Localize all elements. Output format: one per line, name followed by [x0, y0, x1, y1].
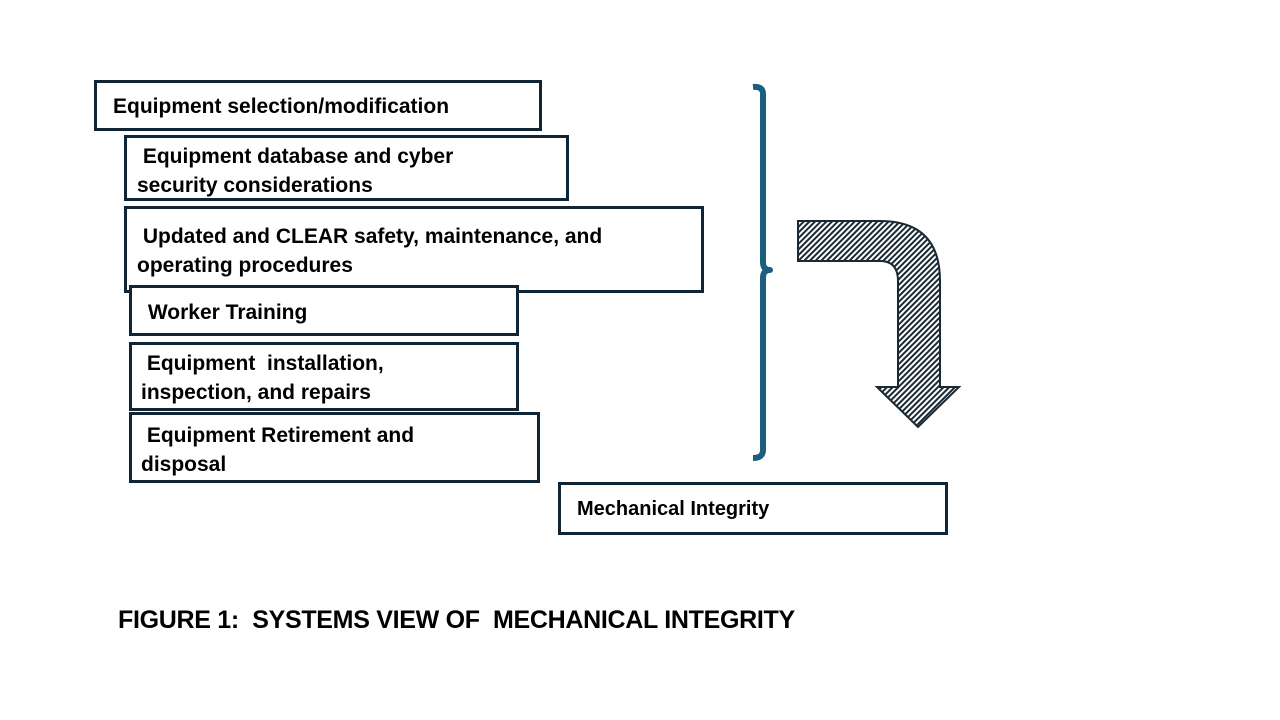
box-procedures: Updated and CLEAR safety, maintenance, a…	[124, 206, 704, 293]
box-mechanical-integrity: Mechanical Integrity	[558, 482, 948, 535]
box-equipment-database: Equipment database and cyber security co…	[124, 135, 569, 201]
bent-down-arrow-icon	[797, 220, 962, 429]
box-retirement: Equipment Retirement and disposal	[129, 412, 540, 483]
right-curly-bracket-icon	[752, 83, 773, 461]
figure-caption: FIGURE 1: SYSTEMS VIEW OF MECHANICAL INT…	[118, 606, 795, 634]
box-installation: Equipment installation, inspection, and …	[129, 342, 519, 411]
box-worker-training: Worker Training	[129, 285, 519, 336]
box-equipment-selection: Equipment selection/modification	[94, 80, 542, 131]
